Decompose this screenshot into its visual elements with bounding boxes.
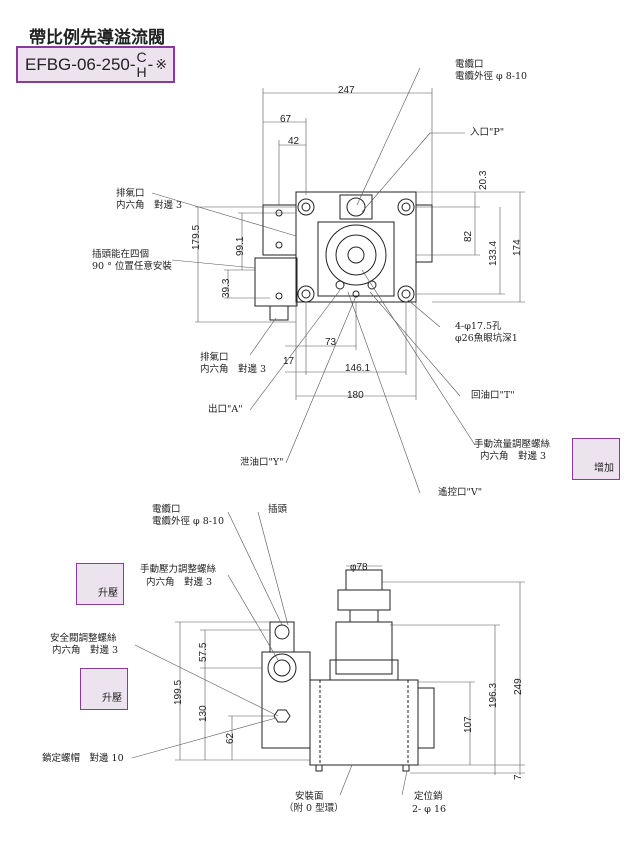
raise-pressure-badge-2: 升壓: [80, 668, 128, 710]
label-safety-screw-hex: 内六角 對邊 3: [52, 645, 119, 656]
label-inlet-p: 入口"P": [470, 127, 505, 138]
page-title: 帶比例先導溢流閥: [29, 28, 165, 48]
model-option-c: C: [136, 48, 147, 65]
label-side-cable-port: 電纜口: [152, 504, 181, 515]
label-vent-top: 排氣口: [116, 188, 145, 199]
label-vent-bottom: 排氣口: [200, 352, 229, 363]
label-vent-bottom-hex: 内六角 對邊 3: [200, 364, 267, 375]
label-remote-v: 遙控口"V": [438, 487, 483, 498]
label-flow-screw-hex: 内六角 對邊 3: [480, 451, 547, 462]
label-drain-y: 泄油口"Y": [240, 457, 284, 468]
dim-99-1: 99.1: [235, 236, 246, 256]
dim-7: 7: [513, 774, 524, 780]
label-flow-screw: 手動流量調壓螺絲: [474, 439, 551, 450]
model-dash: -: [147, 54, 154, 74]
label-vent-top-hex: 内六角 對邊 3: [116, 200, 183, 211]
label-safety-screw: 安全閥調整螺絲: [50, 633, 117, 644]
dim-179-5: 179.5: [191, 224, 202, 250]
dim-57-5: 57.5: [198, 642, 209, 662]
model-code-box: EFBG-06-250- C H - ※: [16, 46, 176, 83]
side-view: [131, 511, 525, 796]
label-lock-nut: 鎖定螺帽 對邊 10: [42, 753, 124, 764]
dim-20-3: 20.3: [478, 170, 489, 190]
dim-17: 17: [283, 356, 295, 367]
label-cable-dia: 電纜外徑 φ 8-10: [455, 71, 528, 82]
model-code: EFBG-06-250-: [25, 54, 136, 74]
raise-pressure-badge: 升壓: [76, 563, 124, 605]
dim-67: 67: [280, 114, 292, 125]
dim-146-1: 146.1: [345, 363, 371, 374]
dim-133-4: 133.4: [488, 240, 499, 266]
badge-label: 升壓: [98, 588, 118, 599]
dim-130: 130: [198, 705, 209, 722]
badge-label: 升壓: [102, 693, 122, 704]
top-view: [151, 67, 525, 494]
dim-107: 107: [463, 716, 474, 733]
dim-249: 249: [513, 678, 524, 695]
model-option-h: H: [136, 63, 147, 80]
dim-199-5: 199.5: [173, 679, 184, 705]
label-outlet-a: 出口"A": [208, 404, 243, 415]
label-side-plug: 插頭: [268, 504, 288, 515]
dim-phi-78: φ78: [350, 562, 368, 573]
label-oring: （附 0 型環）: [284, 803, 344, 814]
dim-82: 82: [463, 230, 474, 242]
badge-label: 增加: [594, 463, 614, 474]
model-suffix: ※: [155, 56, 168, 72]
dim-247: 247: [338, 85, 355, 96]
label-counterbore: φ26魚眼坑深1: [455, 333, 518, 344]
model-option-stack: C H: [136, 48, 147, 80]
label-plug: 插頭能在四個: [92, 249, 150, 260]
dim-174: 174: [512, 239, 523, 256]
dim-180: 180: [347, 390, 364, 401]
label-cable-port: 電纜口: [455, 59, 484, 70]
label-pressure-screw-hex: 内六角 對邊 3: [146, 577, 213, 588]
dim-39-3: 39.3: [221, 278, 232, 298]
label-plug-position: 90 ° 位置任意安裝: [92, 261, 172, 272]
label-return-t: 回油口"T": [471, 390, 515, 401]
label-pin-dia: 2- φ 16: [412, 804, 447, 815]
dim-62: 62: [225, 732, 236, 744]
dim-73: 73: [325, 337, 337, 348]
label-pin: 定位銷: [414, 791, 443, 802]
dim-196-3: 196.3: [488, 682, 499, 708]
label-mount-face: 安裝面: [295, 791, 324, 802]
label-holes: 4-φ17.5孔: [455, 321, 502, 332]
increase-badge: 增加: [572, 438, 620, 480]
label-side-cable-dia: 電纜外徑 φ 8-10: [152, 516, 225, 527]
label-pressure-screw: 手動壓力調整螺絲: [140, 564, 217, 575]
dim-42: 42: [288, 136, 300, 147]
